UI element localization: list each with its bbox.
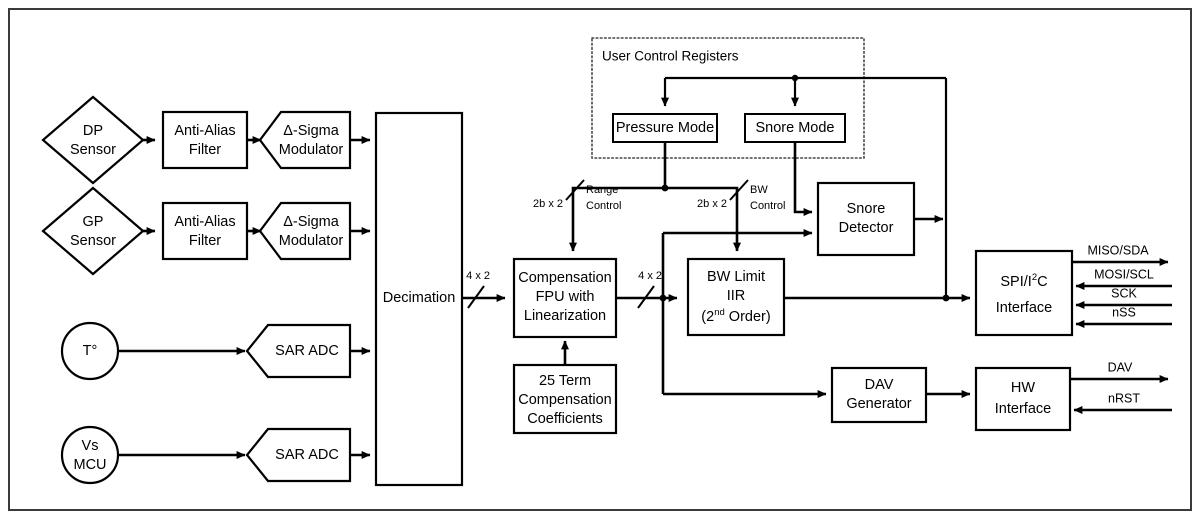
signal-label-miso-sda: MISO/SDA [1087, 243, 1149, 257]
user-control-registers-group [591, 37, 865, 159]
bus-slash-range [565, 179, 585, 201]
anti-alias-filter-2 [161, 201, 249, 261]
signal-label-dav: DAV [1108, 360, 1133, 374]
wire-pressure-mode-split-right [665, 186, 741, 252]
snore-detector-label-2: Detector [839, 220, 894, 236]
dp-sensor-label-1: DP [83, 123, 103, 139]
signal-label-nrst: nRST [1108, 391, 1140, 405]
junction-rail-snore [791, 74, 799, 82]
aaf1-label-1: Anti-Alias [174, 123, 235, 139]
coeff-label-3: Coefficients [527, 411, 603, 427]
bwlimit-order-post: Order) [725, 309, 771, 325]
fpu-label-2: FPU with [536, 289, 595, 305]
aaf2-label-1: Anti-Alias [174, 214, 235, 230]
mod1-label-2: Modulator [279, 142, 344, 158]
snore-mode-label: Snore Mode [756, 120, 835, 136]
mod2-label-1: Δ-Sigma [283, 214, 340, 230]
gp-sensor [41, 186, 145, 276]
compensation-fpu-block [512, 257, 618, 339]
spi-label-2: Interface [996, 300, 1052, 316]
snore-detector-label-1: Snore [847, 201, 886, 217]
bw-limit-iir-block [686, 257, 786, 337]
bus-slash-decim [467, 285, 485, 309]
compensation-coefficients-block [512, 363, 618, 435]
signal-label-nss: nSS [1112, 305, 1136, 319]
bus-label-bw-width: 2b x 2 [697, 198, 727, 210]
bus-slash-fpu [637, 285, 655, 309]
diagram-border [8, 8, 1192, 511]
wire-pressure-mode-split-left [569, 142, 667, 252]
spi-pre: SPI/I [1000, 274, 1031, 290]
mod1-label-1: Δ-Sigma [283, 123, 340, 139]
wire-snore-mode-to-detector [793, 142, 813, 216]
gp-sensor-label-2: Sensor [70, 233, 116, 249]
dp-sensor-label-2: Sensor [70, 142, 116, 158]
range-control-label-1: Range [586, 184, 618, 196]
bwlimit-label-1: BW Limit [707, 269, 765, 285]
signal-label-sck: SCK [1111, 286, 1137, 300]
sar-adc-2-label: SAR ADC [275, 447, 339, 463]
junction-pressure-split [661, 184, 669, 192]
vs-mcu-sensor [60, 425, 120, 485]
vs-mcu-label-1: Vs [82, 438, 99, 454]
bus-label-range-width: 2b x 2 [533, 198, 563, 210]
bus-label-decim-out: 4 x 2 [466, 270, 490, 282]
bwlimit-label-3: (2nd Order) [701, 307, 770, 325]
hw-interface-label-1: HW [1011, 380, 1035, 396]
coeff-label-1: 25 Term [539, 373, 591, 389]
mod2-label-2: Modulator [279, 233, 344, 249]
bus-slash-bw [729, 179, 749, 201]
coeff-label-2: Compensation [518, 392, 612, 408]
spi-sup: 2 [1032, 272, 1037, 283]
signal-label-mosi-scl: MOSI/SCL [1094, 267, 1154, 281]
bwlimit-label-2: IIR [727, 288, 746, 304]
sar-adc-1-label: SAR ADC [275, 343, 339, 359]
spi-post: C [1037, 274, 1047, 290]
snore-detector-block [816, 181, 916, 257]
user-control-registers-label: User Control Registers [602, 49, 739, 64]
aaf1-label-2: Filter [189, 142, 221, 158]
dav-generator-block [830, 366, 928, 424]
delta-sigma-modulator-2 [258, 201, 352, 261]
fpu-label-3: Linearization [524, 308, 606, 324]
dp-sensor [41, 95, 145, 185]
sar-adc-2 [245, 427, 352, 483]
hw-interface-label-2: Interface [995, 401, 1051, 417]
anti-alias-filter-1 [161, 110, 249, 170]
dav-generator-label-2: Generator [846, 396, 911, 412]
range-control-label-2: Control [586, 200, 621, 212]
hw-interface-block [974, 366, 1072, 432]
spi-i2c-interface-block [974, 249, 1074, 337]
junction-spine-bwlimit [659, 294, 667, 302]
bw-control-label-1: BW [750, 184, 768, 196]
sar-adc-1 [245, 323, 352, 379]
bus-label-fpu-out: 4 x 2 [638, 270, 662, 282]
decimation-label: Decimation [383, 290, 456, 306]
bwlimit-order-sup: nd [714, 307, 725, 318]
bw-control-label-2: Control [750, 200, 785, 212]
temperature-sensor-label: T° [83, 343, 98, 359]
bwlimit-order-pre: (2 [701, 309, 714, 325]
delta-sigma-modulator-1 [258, 110, 352, 170]
gp-sensor-label-1: GP [83, 214, 104, 230]
junction-spi-input [942, 294, 950, 302]
dav-generator-label-1: DAV [865, 377, 894, 393]
aaf2-label-2: Filter [189, 233, 221, 249]
vs-mcu-label-2: MCU [73, 457, 106, 473]
fpu-label-1: Compensation [518, 270, 612, 286]
pressure-mode-label: Pressure Mode [616, 120, 714, 136]
spi-label-1: SPI/I2C [1000, 272, 1047, 290]
